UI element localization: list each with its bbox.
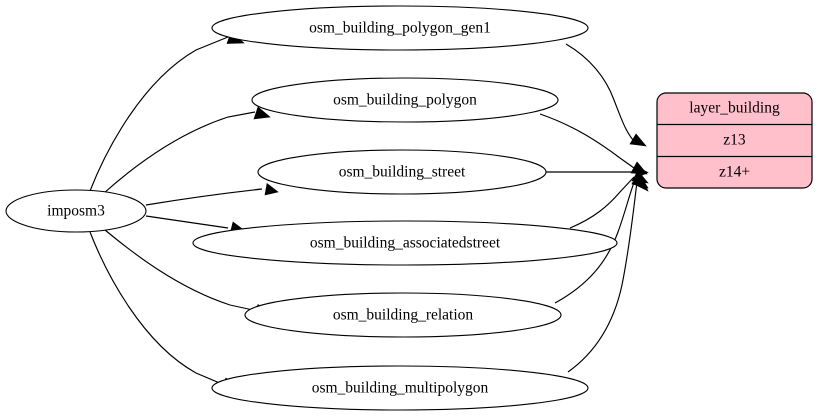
layer-building-zoom-z14plus: z14+	[719, 164, 750, 181]
node-osm_building_polygon-label: osm_building_polygon	[333, 92, 477, 109]
layer-building-name: layer_building	[689, 100, 780, 117]
node-osm_building_polygon_gen1-label: osm_building_polygon_gen1	[309, 20, 491, 37]
node-osm_building_associatedstreet[interactable]: osm_building_associatedstreet	[192, 220, 618, 266]
node-imposm3-label: imposm3	[47, 203, 105, 220]
edge-group-source-to-tables	[89, 32, 279, 390]
edge-imposm3-to-osm_building_street	[145, 182, 279, 206]
node-osm_building_multipolygon-label: osm_building_multipolygon	[312, 380, 489, 397]
node-osm_building_associatedstreet-label: osm_building_associatedstreet	[310, 235, 501, 252]
node-layer_building[interactable]: layer_building z13 z14+	[656, 92, 813, 189]
node-osm_building_polygon_gen1[interactable]: osm_building_polygon_gen1	[211, 5, 589, 51]
node-imposm3[interactable]: imposm3	[5, 189, 147, 233]
node-osm_building_relation[interactable]: osm_building_relation	[244, 292, 562, 338]
node-osm_building_street[interactable]: osm_building_street	[257, 149, 547, 195]
edge-osm_building_multipolygon-to-layer_building-z14plus	[567, 176, 649, 373]
edge-osm_building_street-to-layer_building-z14plus	[545, 166, 649, 179]
edge-osm_building_polygon_gen1-to-layer_building-z13	[565, 43, 647, 147]
node-osm_building_street-label: osm_building_street	[339, 164, 466, 181]
edge-imposm3-to-osm_building_polygon_gen1	[89, 32, 245, 192]
layer-building-box	[656, 92, 813, 189]
node-osm_building_multipolygon[interactable]: osm_building_multipolygon	[211, 365, 589, 411]
edge-group-tables-to-layer	[539, 43, 649, 373]
node-osm_building_polygon[interactable]: osm_building_polygon	[251, 77, 559, 123]
layer-building-zoom-z13: z13	[723, 132, 746, 149]
node-osm_building_relation-label: osm_building_relation	[333, 307, 474, 324]
edge-imposm3-to-osm_building_multipolygon	[89, 231, 238, 390]
edge-imposm3-to-osm_building_polygon	[103, 106, 271, 194]
